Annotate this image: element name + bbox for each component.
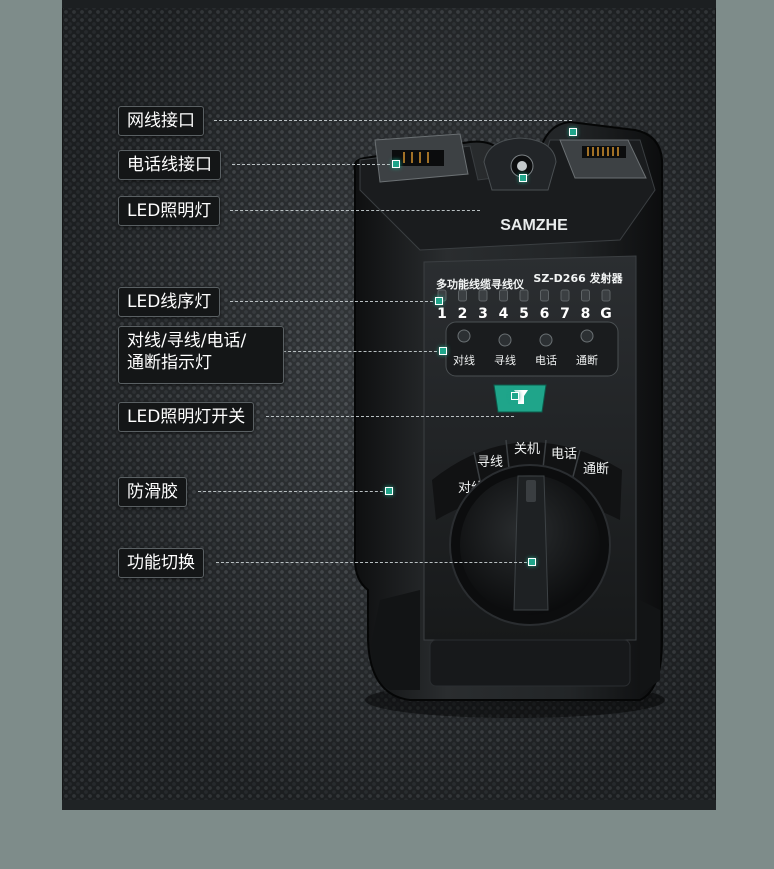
led-sequence-number: 3 xyxy=(478,306,488,322)
mode-label-trace: 寻线 xyxy=(477,455,503,470)
led-sequence-number: 8 xyxy=(581,306,591,322)
marker-phone-port xyxy=(392,160,400,168)
marker-led-sequence xyxy=(435,297,443,305)
brand-logo: SAMZHE xyxy=(500,217,568,234)
indicator-row: 对线 寻线 电话 通断 xyxy=(453,329,598,367)
callout-function-switch: 功能切换 xyxy=(118,548,204,578)
marker-anti-slip xyxy=(385,487,393,495)
indicator-label: 通断 xyxy=(576,353,598,367)
led-sequence-lamp xyxy=(581,289,590,302)
led-sequence-lamp xyxy=(458,289,467,302)
mode-label-continuity: 通断 xyxy=(583,462,609,477)
indicator-label: 对线 xyxy=(453,353,475,367)
device-model: SZ-D266 发射器 xyxy=(533,271,623,285)
marker-led-lamp xyxy=(519,174,527,182)
marker-indicators xyxy=(439,347,447,355)
indicator-lamp xyxy=(580,329,594,343)
led-sequence-lamp xyxy=(519,289,529,302)
top-edge xyxy=(62,0,716,8)
indicator-label: 电话 xyxy=(535,354,557,367)
led-sequence-number: 5 xyxy=(519,306,529,322)
callout-led-light: LED照明灯 xyxy=(118,196,221,226)
led-sequence-lamp xyxy=(499,289,508,302)
led-sequence-lamp xyxy=(540,289,549,302)
led-light-switch[interactable] xyxy=(493,384,547,413)
indicator-lamp xyxy=(498,333,512,347)
led-sequence-number: 2 xyxy=(458,306,468,322)
network-port xyxy=(559,139,647,179)
led-sequence-number: G xyxy=(600,306,612,322)
led-sequence-lamp xyxy=(560,289,570,302)
led-sequence-number: 1 xyxy=(437,306,447,322)
led-sequence-number: 6 xyxy=(540,306,550,322)
led-sequence-number: 4 xyxy=(499,306,509,322)
marker-network-port xyxy=(569,128,577,136)
led-sequence-number: 7 xyxy=(560,306,570,322)
callout-anti-slip: 防滑胶 xyxy=(118,477,187,507)
led-sequence-lamp xyxy=(601,289,611,302)
led-lamp xyxy=(483,137,557,191)
callout-indicators-line1: 对线/寻线/电话/ xyxy=(127,331,247,351)
indicator-lamp xyxy=(539,333,553,347)
led-sequence-lamp xyxy=(478,289,488,302)
callout-phone-port: 电话线接口 xyxy=(118,150,221,180)
phone-port xyxy=(374,133,469,183)
marker-function-dial xyxy=(528,558,536,566)
base-edge xyxy=(62,800,716,810)
callout-indicators-line2: 通断指示灯 xyxy=(127,353,212,373)
indicator-lamp xyxy=(457,329,471,343)
marker-led-switch xyxy=(511,392,519,400)
function-dial[interactable] xyxy=(449,464,611,626)
mode-label-phone: 电话 xyxy=(551,447,577,462)
callout-indicators: 对线/寻线/电话/ 通断指示灯 xyxy=(118,326,284,384)
device-name: 多功能线缆寻线仪 xyxy=(436,277,525,291)
callout-led-switch: LED照明灯开关 xyxy=(118,402,255,432)
callout-network-port: 网线接口 xyxy=(118,106,204,136)
callout-led-sequence: LED线序灯 xyxy=(118,287,221,317)
mode-label-off: 关机 xyxy=(514,442,540,457)
indicator-label: 寻线 xyxy=(494,353,516,367)
